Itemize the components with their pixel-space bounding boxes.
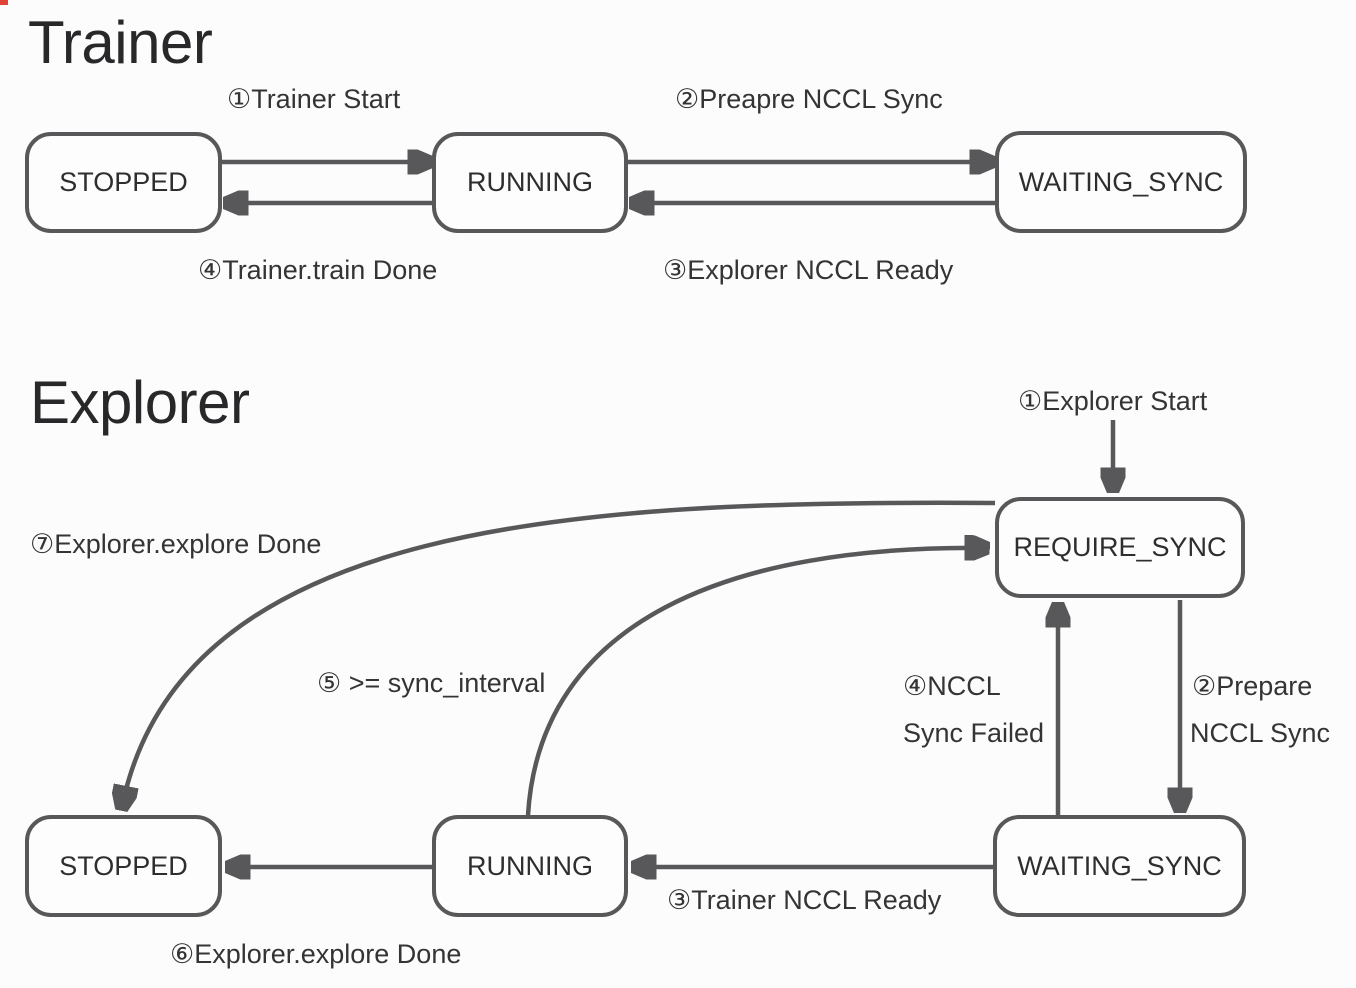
transition-label-trainer-start: ①Trainer Start bbox=[227, 84, 401, 114]
state-box-explorer-running: RUNNING bbox=[432, 815, 628, 917]
arc-explorer-running-to-requiresync bbox=[525, 548, 986, 816]
state-label-trainer-waiting-sync: WAITING_SYNC bbox=[1018, 166, 1224, 197]
transition-label-sync-interval: ⑤ >= sync_interval bbox=[317, 668, 546, 698]
state-box-explorer-require-sync: REQUIRE_SYNC bbox=[995, 497, 1245, 598]
arc-explorer-requiresync-to-stopped bbox=[122, 500, 996, 807]
state-box-explorer-waiting-sync: WAITING_SYNC bbox=[993, 815, 1246, 917]
trainer-section-title: Trainer bbox=[28, 9, 213, 76]
state-box-explorer-stopped: STOPPED bbox=[25, 815, 222, 917]
corner-mark bbox=[0, 0, 8, 5]
transition-label-nccl-sync-failed-line1: ④NCCL bbox=[903, 671, 1001, 701]
state-label-trainer-stopped: STOPPED bbox=[59, 167, 188, 197]
state-label-explorer-running: RUNNING bbox=[467, 850, 593, 881]
state-label-explorer-waiting-sync: WAITING_SYNC bbox=[1017, 850, 1222, 881]
transition-label-explorer-explore-done-7: ⑦Explorer.explore Done bbox=[30, 529, 322, 559]
transition-label-trainer-train-done: ④Trainer.train Done bbox=[198, 255, 438, 285]
state-label-explorer-require-sync: REQUIRE_SYNC bbox=[1013, 532, 1227, 562]
state-box-trainer-waiting-sync: WAITING_SYNC bbox=[995, 131, 1247, 233]
transition-label-trainer-explorer-nccl-ready: ③Explorer NCCL Ready bbox=[663, 255, 954, 285]
transition-label-prepare-nccl-sync-line2: NCCL Sync bbox=[1190, 718, 1331, 748]
transition-label-explorer-start: ①Explorer Start bbox=[1018, 386, 1208, 416]
state-label-trainer-running: RUNNING bbox=[467, 167, 593, 197]
transition-label-prepare-nccl-sync-line1: ②Prepare bbox=[1192, 671, 1313, 701]
state-label-explorer-stopped: STOPPED bbox=[59, 850, 188, 881]
state-box-trainer-stopped: STOPPED bbox=[25, 132, 222, 233]
transition-label-trainer-nccl-ready: ③Trainer NCCL Ready bbox=[667, 885, 942, 915]
explorer-section-title: Explorer bbox=[30, 369, 250, 436]
transition-label-nccl-sync-failed-line2: Sync Failed bbox=[903, 718, 1045, 748]
state-box-trainer-running: RUNNING bbox=[432, 132, 628, 233]
transition-label-trainer-prepare-nccl-sync: ②Preapre NCCL Sync bbox=[675, 84, 943, 114]
transition-label-explorer-explore-done-6: ⑥Explorer.explore Done bbox=[170, 939, 462, 969]
